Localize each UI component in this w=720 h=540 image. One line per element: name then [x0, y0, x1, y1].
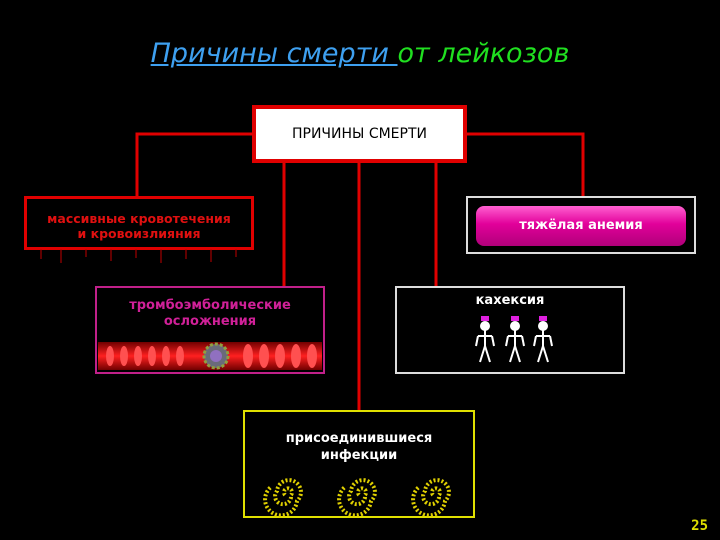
bacteria-spirals-image: [263, 478, 451, 518]
skeletons-image: [475, 316, 553, 363]
connector-bleeding: [135, 132, 252, 196]
node-anemia: тяжёлая анемия: [466, 196, 696, 254]
page-number: 25: [691, 518, 708, 534]
blood-vessel-image: [98, 342, 322, 370]
cachexia-label: кахексия: [475, 293, 545, 308]
node-cachexia: кахексия: [395, 286, 625, 374]
root-node: ПРИЧИНЫ СМЕРТИ: [252, 105, 467, 163]
slide-title: Причины смерти от лейкозов: [0, 38, 720, 69]
root-label: ПРИЧИНЫ СМЕРТИ: [291, 126, 427, 142]
node-thrombo: тромбоэмболические осложнения: [95, 286, 325, 374]
bleeding-line2: и кровоизлияния: [77, 226, 201, 241]
thrombo-line1: тромбоэмболические: [129, 298, 291, 313]
node-bleeding: массивные кровотечения и кровоизлияния: [24, 196, 254, 263]
infection-line1: присоединившиеся: [285, 431, 433, 446]
title-part2: от лейкозов: [397, 38, 570, 69]
bleeding-line1: массивные кровотечения: [47, 211, 231, 226]
node-infection: присоединившиеся инфекции: [243, 410, 475, 518]
title-part1: Причины смерти: [150, 38, 398, 69]
connector-anemia: [467, 132, 585, 196]
anemia-label: тяжёлая анемия: [476, 206, 686, 246]
infection-line2: инфекции: [320, 448, 398, 463]
thrombo-line2: осложнения: [163, 314, 257, 329]
blood-drip-image: [40, 249, 237, 263]
